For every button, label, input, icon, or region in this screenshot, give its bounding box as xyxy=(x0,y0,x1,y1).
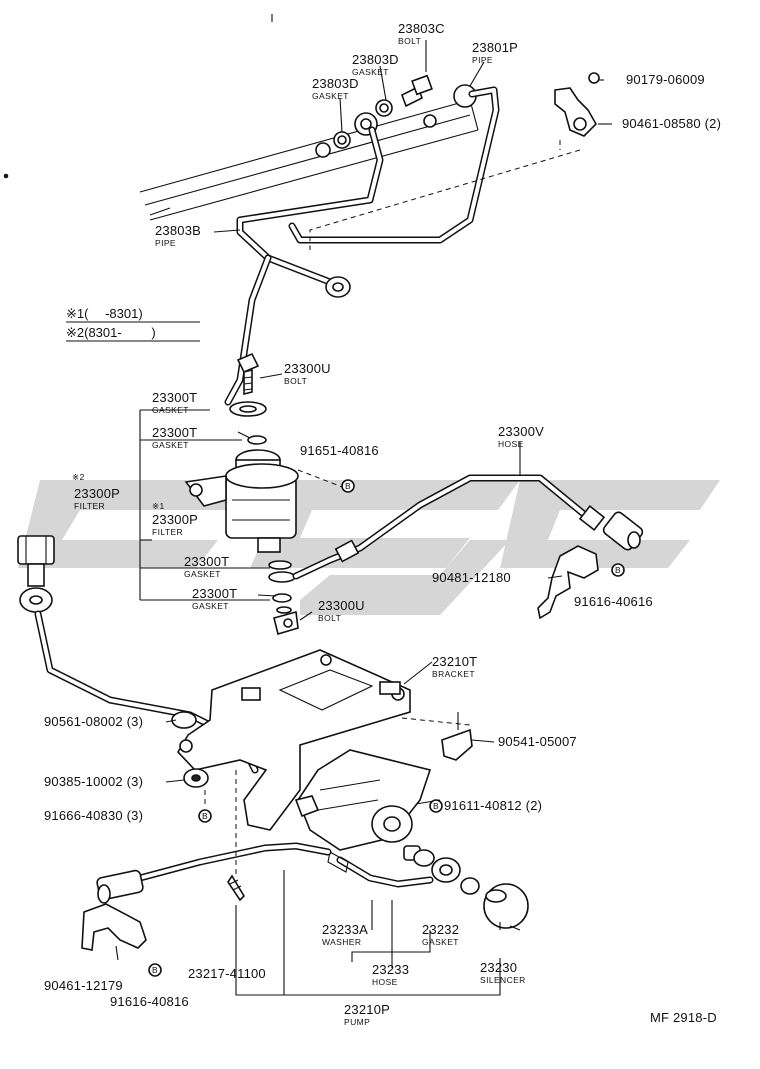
label-23300V-name: HOSE xyxy=(498,439,524,449)
label-90541-05007: 90541-05007 xyxy=(498,734,577,749)
remark-star2: ※2 xyxy=(72,472,85,482)
lower-wire xyxy=(96,842,332,904)
label-23232: 23232 xyxy=(422,922,459,937)
label-90461-08580: 90461-08580 (2) xyxy=(622,116,721,131)
label-23210P-name: PUMP xyxy=(344,1017,370,1027)
label-91666-40830: 91666-40830 (3) xyxy=(44,808,143,823)
label-91616-40816: 91616-40816 xyxy=(110,994,189,1009)
label-90561-08002: 90561-08002 (3) xyxy=(44,714,143,729)
watermark-logo xyxy=(18,480,720,615)
label-23300T-b: 23300T xyxy=(152,425,197,440)
hose-23300V xyxy=(292,474,644,580)
callout-markers: B B B B B xyxy=(148,479,625,977)
fuel-filter xyxy=(184,449,299,553)
label-23300U-top-name: BOLT xyxy=(284,376,307,386)
label-23300U-top: 23300U xyxy=(284,361,331,376)
label-23217-41100: 23217-41100 xyxy=(188,966,266,981)
callout-b: B xyxy=(345,481,351,491)
nut-90541-05007 xyxy=(441,712,473,761)
label-23803D-b-name: GASKET xyxy=(312,91,349,101)
label-23210T: 23210T xyxy=(432,654,477,669)
label-23300T-c: 23300T xyxy=(184,554,229,569)
label-23300T-a: 23300T xyxy=(152,390,197,405)
callout-b: B xyxy=(152,965,158,975)
remark-star1: ※1 xyxy=(152,501,165,511)
label-23300U-bottom-name: BOLT xyxy=(318,613,341,623)
labels: 23803C BOLT 23801P PIPE 23803D GASKET 23… xyxy=(44,21,721,1027)
pipe-23801P xyxy=(288,86,500,244)
label-90461-12179: 90461-12179 xyxy=(44,978,123,993)
label-23230: 23230 xyxy=(480,960,517,975)
label-23230-name: SILENCER xyxy=(480,975,526,985)
label-23300P-b-name: FILTER xyxy=(152,527,183,537)
label-23803B: 23803B xyxy=(155,223,201,238)
fuel-pump xyxy=(294,749,529,929)
label-23801P: 23801P xyxy=(472,40,518,55)
engine-rail xyxy=(139,99,479,221)
label-23233A-name: WASHER xyxy=(322,937,361,947)
bolt-23300U-bottom xyxy=(273,610,299,636)
leader-lines xyxy=(115,40,612,961)
label-91651-40816: 91651-40816 xyxy=(300,443,379,458)
label-23300T-c-name: GASKET xyxy=(184,569,221,579)
label-23803D-a: 23803D xyxy=(352,52,399,67)
bolt-23300U-top xyxy=(236,352,260,396)
label-23300T-d-name: GASKET xyxy=(192,601,229,611)
label-23210T-name: BRACKET xyxy=(432,669,475,679)
clamp-90481-12180 xyxy=(537,545,599,620)
label-23300T-a-name: GASKET xyxy=(152,405,189,415)
label-23233A: 23233A xyxy=(322,922,368,937)
label-90481-12180: 90481-12180 xyxy=(432,570,511,585)
label-23803D-b: 23803D xyxy=(312,76,359,91)
label-23300P-a-name: FILTER xyxy=(74,501,105,511)
label-23803C-name: BOLT xyxy=(398,36,421,46)
label-23210P: 23210P xyxy=(344,1002,390,1017)
label-23300T-d: 23300T xyxy=(192,586,237,601)
label-23233: 23233 xyxy=(372,962,409,977)
label-90385-10002: 90385-10002 (3) xyxy=(44,774,143,789)
top-fittings xyxy=(315,74,477,158)
remark-1: ※1( -8301) xyxy=(66,306,143,321)
label-23803C: 23803C xyxy=(398,21,445,36)
label-23300U-bottom: 23300U xyxy=(318,598,365,613)
callout-b: B xyxy=(615,565,621,575)
diagram-code: MF 2918-D xyxy=(650,1010,717,1025)
label-23803D-a-name: GASKET xyxy=(352,67,389,77)
label-23233-name: HOSE xyxy=(372,977,398,987)
callout-b: B xyxy=(202,811,208,821)
clamp-90461-12179 xyxy=(81,903,147,951)
label-91616-40616: 91616-40616 xyxy=(574,594,653,609)
label-90179-06009: 90179-06009 xyxy=(626,72,705,87)
pipe-23803B xyxy=(224,126,384,406)
label-23801P-name: PIPE xyxy=(472,55,493,65)
label-23300P-a: 23300P xyxy=(74,486,120,501)
hose-23233 xyxy=(327,851,434,888)
label-23803B-name: PIPE xyxy=(155,238,176,248)
bracket-23210T xyxy=(177,649,411,831)
rivet-23217-41100 xyxy=(227,874,246,902)
remark-2: ※2(8301- ) xyxy=(66,325,156,340)
label-23232-name: GASKET xyxy=(422,937,459,947)
label-23300V: 23300V xyxy=(498,424,544,439)
label-23300T-b-name: GASKET xyxy=(152,440,189,450)
label-23300P-b: 23300P xyxy=(152,512,198,527)
clamp-90461-08580 xyxy=(554,72,600,137)
label-91611-40812: 91611-40812 (2) xyxy=(444,798,542,813)
callout-b: B xyxy=(433,801,439,811)
